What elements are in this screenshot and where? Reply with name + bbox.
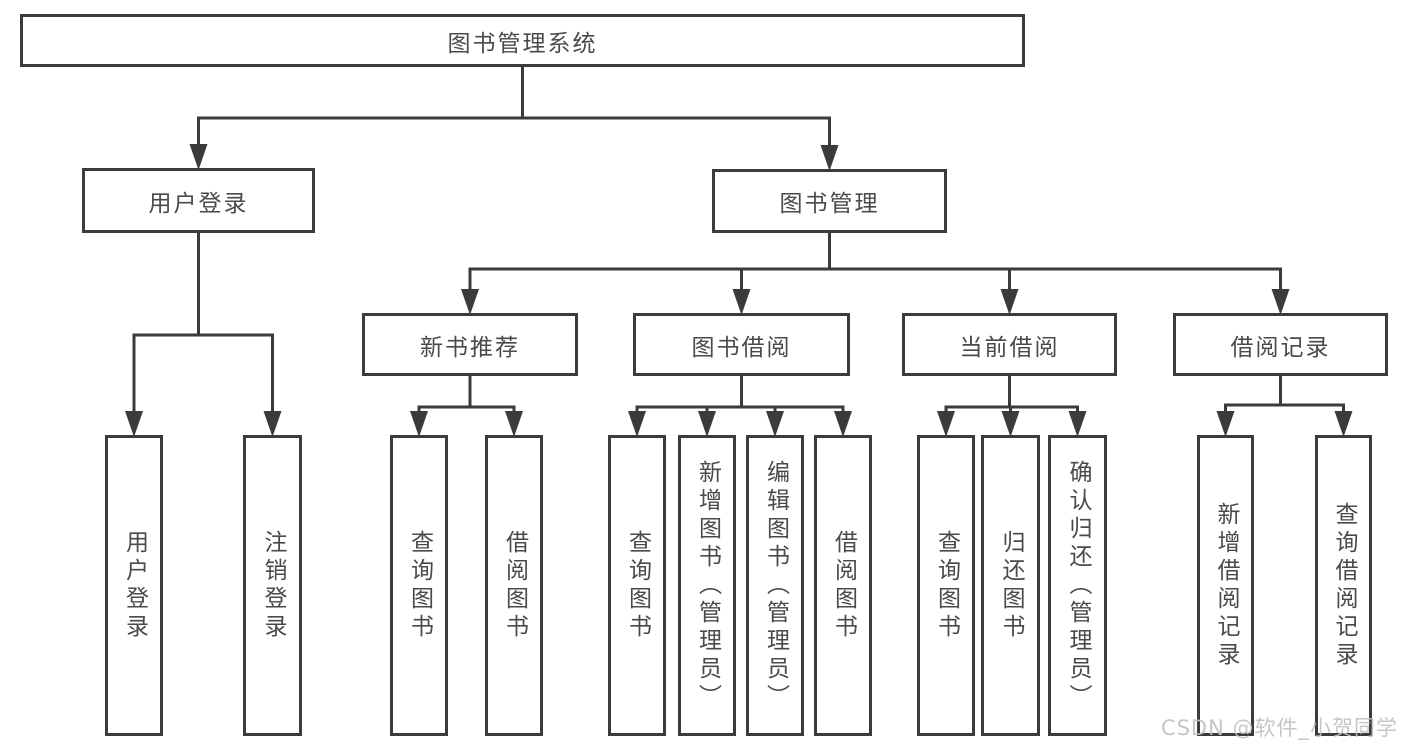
arrowhead-icon xyxy=(1334,411,1353,437)
node-box-br-borrow: 借阅图书 xyxy=(814,435,872,736)
node-label-rc-query: 查询借阅记录 xyxy=(1331,501,1357,670)
arrowhead-icon xyxy=(1000,289,1019,315)
arrowhead-icon xyxy=(698,411,716,437)
node-box-br-query: 查询图书 xyxy=(608,435,666,736)
node-label-cu-query: 查询图书 xyxy=(933,529,960,642)
node-box-nb-borrow: 借阅图书 xyxy=(485,435,543,736)
node-box-cu-query: 查询图书 xyxy=(917,435,975,736)
node-label-rc-add: 新增借阅记录 xyxy=(1213,501,1239,670)
node-label-br-query: 查询图书 xyxy=(624,529,651,642)
arrowhead-icon xyxy=(1271,289,1290,315)
arrowhead-icon xyxy=(1216,411,1235,437)
node-label-br-borrow: 借阅图书 xyxy=(830,529,857,642)
arrowhead-icon xyxy=(834,411,852,437)
node-label-br-add: 新增图书（管理员） xyxy=(694,459,721,712)
node-label-root: 图书管理系统 xyxy=(447,30,598,57)
node-box-borrowing: 图书借阅 xyxy=(633,313,850,376)
node-label-records: 借阅记录 xyxy=(1230,334,1331,361)
arrowhead-icon xyxy=(1001,411,1020,437)
node-box-login: 用户登录 xyxy=(82,168,315,233)
node-label-cu-confirm: 确认归还（管理员） xyxy=(1065,459,1091,712)
arrowhead-icon xyxy=(125,411,143,437)
node-box-cu-confirm: 确认归还（管理员） xyxy=(1048,435,1107,736)
arrowhead-icon xyxy=(1068,411,1087,437)
node-label-current: 当前借阅 xyxy=(959,334,1060,361)
node-box-root: 图书管理系统 xyxy=(20,14,1025,67)
arrowhead-icon xyxy=(263,411,282,437)
node-label-nb-borrow: 借阅图书 xyxy=(501,529,528,642)
node-label-user-login: 用户登录 xyxy=(121,529,148,642)
node-label-borrowing: 图书借阅 xyxy=(691,334,792,361)
arrowhead-icon xyxy=(766,411,784,437)
arrowhead-icon xyxy=(937,411,955,437)
watermark: CSDN @软件_小贺同学 xyxy=(1160,716,1398,740)
node-label-logout: 注销登录 xyxy=(260,529,286,642)
node-label-login: 用户登录 xyxy=(148,190,249,217)
node-box-br-edit: 编辑图书（管理员） xyxy=(746,435,804,736)
node-box-rc-query: 查询借阅记录 xyxy=(1315,435,1372,736)
node-box-new-books: 新书推荐 xyxy=(362,313,578,376)
node-box-records: 借阅记录 xyxy=(1173,313,1388,376)
node-box-rc-add: 新增借阅记录 xyxy=(1197,435,1254,736)
arrowhead-icon xyxy=(628,411,646,437)
arrowhead-icon xyxy=(410,411,428,437)
arrowhead-icon xyxy=(189,144,208,170)
node-box-current: 当前借阅 xyxy=(902,313,1117,376)
arrowhead-icon xyxy=(732,289,751,315)
node-label-new-books: 新书推荐 xyxy=(420,334,520,361)
node-label-mgmt: 图书管理 xyxy=(779,191,880,217)
node-box-cu-return: 归还图书 xyxy=(981,435,1040,736)
node-box-mgmt: 图书管理 xyxy=(712,169,947,233)
node-label-br-edit: 编辑图书（管理员） xyxy=(762,459,789,712)
node-box-user-login: 用户登录 xyxy=(105,435,163,736)
arrowhead-icon xyxy=(505,411,523,437)
arrowhead-icon xyxy=(461,289,479,315)
node-box-nb-query: 查询图书 xyxy=(390,435,448,736)
node-box-logout: 注销登录 xyxy=(243,435,302,736)
node-label-nb-query: 查询图书 xyxy=(406,529,433,642)
node-box-br-add: 新增图书（管理员） xyxy=(678,435,736,736)
node-label-cu-return: 归还图书 xyxy=(998,529,1024,642)
arrowhead-icon xyxy=(820,145,839,171)
